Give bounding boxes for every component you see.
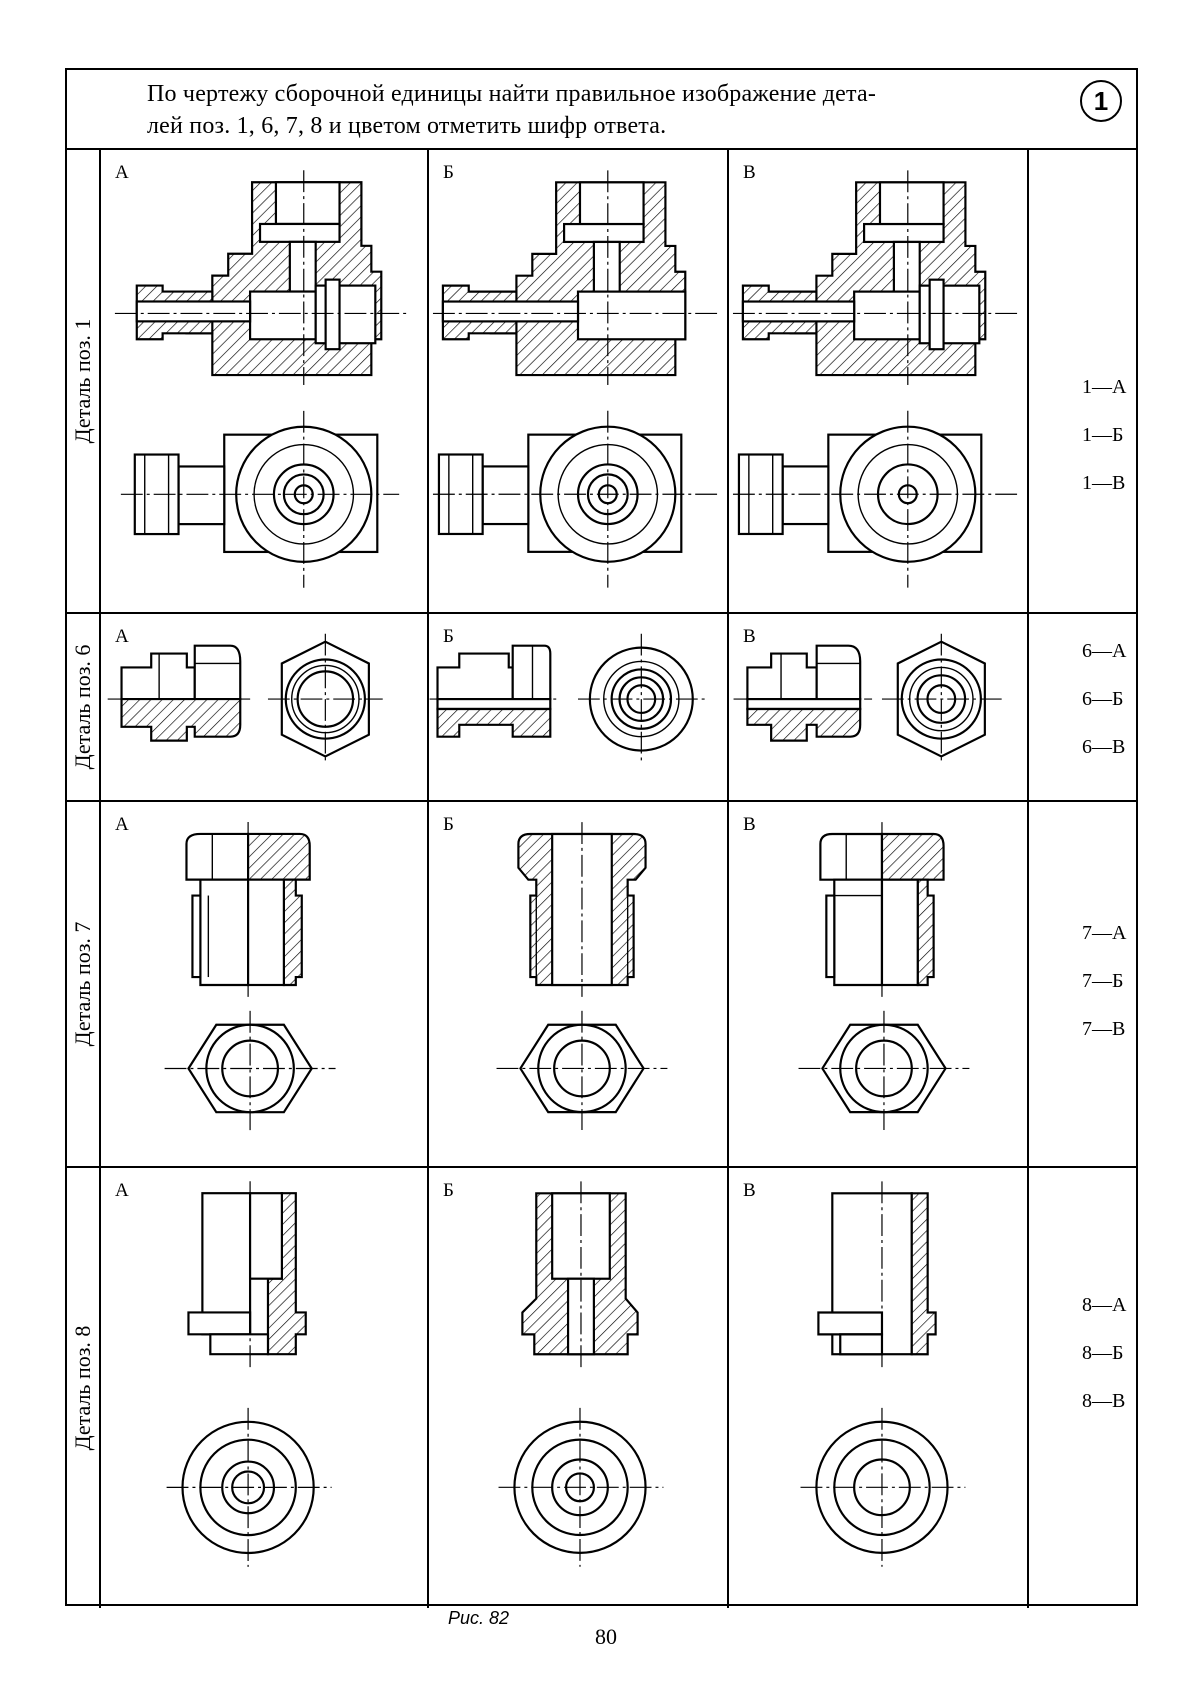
variant-letter: В: [743, 162, 756, 183]
variant-cell[interactable]: А: [101, 150, 429, 612]
sleeve-drawing-a: [166, 1181, 332, 1567]
fitting-drawing-c: [798, 822, 970, 1131]
variant-letter: А: [115, 162, 129, 183]
task-number-badge: 1: [1080, 80, 1122, 122]
variant-cell[interactable]: В: [729, 614, 1029, 800]
row-label: Деталь поз. 7: [67, 802, 101, 1166]
variant-letter: Б: [443, 162, 454, 183]
row-part-6: Деталь поз. 6 А Б: [67, 614, 1136, 802]
answer-code[interactable]: 7—В: [1082, 1018, 1126, 1040]
variant-cell[interactable]: Б: [429, 802, 729, 1166]
figure-caption: Рис. 82: [448, 1608, 510, 1628]
answer-codes: 7—А 7—Б 7—В: [1072, 802, 1136, 1166]
instruction-line-1: По чертежу сборочной единицы найти прави…: [147, 81, 877, 107]
answer-codes: 8—А 8—Б 8—В: [1072, 1168, 1136, 1608]
answer-code[interactable]: 8—В: [1082, 1390, 1126, 1412]
row-part-1: Деталь поз. 1 А: [67, 150, 1136, 614]
answer-code[interactable]: 1—В: [1082, 472, 1126, 494]
answer-code[interactable]: 6—Б: [1082, 688, 1124, 710]
task-header: По чертежу сборочной единицы найти прави…: [67, 70, 1136, 150]
answer-code[interactable]: 1—А: [1082, 376, 1127, 398]
row-label: Деталь поз. 1: [67, 150, 101, 612]
answer-code[interactable]: 6—А: [1082, 640, 1127, 662]
answer-codes: 6—А 6—Б 6—В: [1072, 614, 1136, 800]
fitting-drawing-a: [164, 821, 336, 1131]
variant-cell[interactable]: В: [729, 1168, 1029, 1608]
variant-letter: В: [743, 1180, 756, 1201]
nut-drawing-b: [429, 633, 707, 765]
variant-cell[interactable]: Б: [429, 150, 729, 612]
variant-letter: Б: [443, 626, 454, 647]
answer-codes: 1—А 1—Б 1—В: [1072, 150, 1136, 612]
row-label: Деталь поз. 8: [67, 1168, 101, 1608]
answer-code[interactable]: 8—А: [1082, 1294, 1127, 1316]
page-number: 80: [595, 1624, 617, 1649]
fitting-drawing-b: [496, 822, 668, 1131]
instruction-line-2: лей поз. 1, 6, 7, 8 и цветом отметить ши…: [147, 113, 667, 139]
row-part-8: Деталь поз. 8 А Б: [67, 1168, 1136, 1608]
body-drawing-a: [114, 170, 410, 588]
sleeve-drawing-b: [498, 1181, 664, 1567]
variant-letter: Б: [443, 814, 454, 835]
worksheet: По чертежу сборочной единицы найти прави…: [65, 68, 1138, 1608]
nut-drawing-c: [733, 633, 1003, 765]
row-part-7: Деталь поз. 7 А Б: [67, 802, 1136, 1168]
variant-cell[interactable]: А: [101, 802, 429, 1166]
row-label-text: Деталь поз. 1: [70, 318, 95, 444]
nut-drawing-a: [107, 633, 383, 765]
sleeve-drawing-c: [800, 1181, 966, 1567]
variant-cell[interactable]: Б: [429, 1168, 729, 1608]
answer-code[interactable]: 6—В: [1082, 736, 1126, 758]
variant-letter: А: [115, 814, 129, 835]
variant-cell[interactable]: В: [729, 802, 1029, 1166]
answer-code[interactable]: 7—А: [1082, 922, 1127, 944]
body-drawing-c: [732, 170, 1020, 588]
variant-letter: А: [115, 1180, 129, 1201]
variant-cell[interactable]: А: [101, 1168, 429, 1608]
variant-letter: В: [743, 814, 756, 835]
answer-code[interactable]: 8—Б: [1082, 1342, 1124, 1364]
row-label-text: Деталь поз. 8: [70, 1325, 95, 1451]
row-label: Деталь поз. 6: [67, 614, 101, 800]
row-label-text: Деталь поз. 7: [70, 921, 95, 1047]
row-label-text: Деталь поз. 6: [70, 644, 95, 770]
variant-letter: В: [743, 626, 756, 647]
answer-code[interactable]: 1—Б: [1082, 424, 1124, 446]
answer-code[interactable]: 7—Б: [1082, 970, 1124, 992]
variant-cell[interactable]: В: [729, 150, 1029, 612]
body-drawing-b: [432, 170, 720, 588]
variant-cell[interactable]: А: [101, 614, 429, 800]
variant-cell[interactable]: Б: [429, 614, 729, 800]
variant-letter: А: [115, 626, 129, 647]
task-instruction: По чертежу сборочной единицы найти прави…: [147, 78, 1027, 142]
variant-letter: Б: [443, 1180, 454, 1201]
